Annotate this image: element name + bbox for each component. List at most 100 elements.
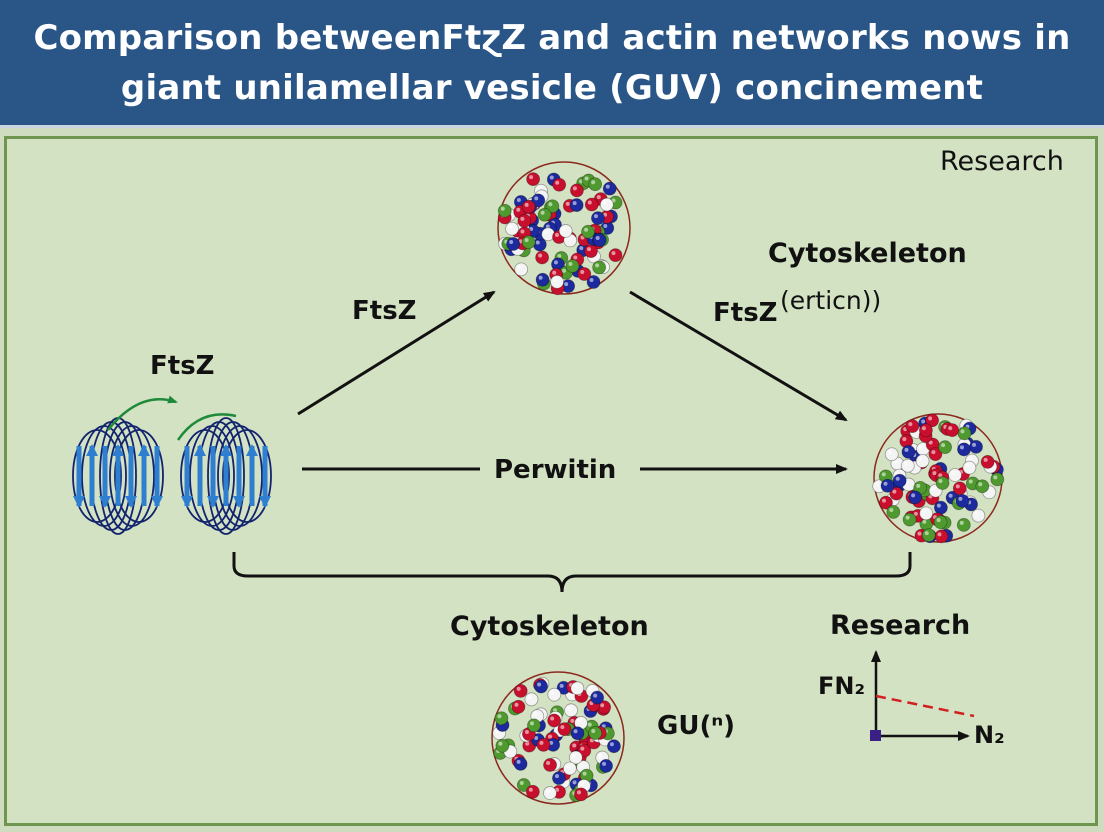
vesicle-bead bbox=[933, 500, 948, 515]
bead-highlight bbox=[524, 730, 529, 735]
bead-highlight bbox=[576, 790, 581, 795]
bead-highlight bbox=[593, 693, 598, 698]
bead-highlight bbox=[951, 471, 956, 476]
bead-highlight bbox=[527, 695, 532, 700]
bead-highlight bbox=[557, 254, 562, 259]
bead-highlight bbox=[500, 206, 505, 211]
protein-loop bbox=[72, 429, 122, 523]
vesicle-right-icon bbox=[872, 413, 1005, 544]
bead-highlight bbox=[529, 721, 534, 726]
vesicle-bead bbox=[558, 224, 573, 238]
bead-highlight bbox=[548, 202, 553, 207]
vesicle-bead bbox=[584, 197, 599, 212]
bead-highlight bbox=[516, 207, 521, 212]
label-cytoskeleton-brace: Cytoskeleton bbox=[450, 611, 649, 642]
bead-highlight bbox=[495, 729, 500, 734]
label-ftsz-arrow-down: FtsZ bbox=[713, 298, 778, 328]
bead-highlight bbox=[559, 683, 564, 688]
bead-highlight bbox=[539, 740, 544, 745]
bead-highlight bbox=[881, 472, 886, 477]
bead-highlight bbox=[889, 507, 894, 512]
bead-highlight bbox=[553, 708, 558, 713]
vesicle-bead bbox=[969, 439, 983, 454]
bead-highlight bbox=[584, 227, 589, 232]
bead-highlight bbox=[611, 251, 616, 256]
vesicle-bead bbox=[592, 233, 607, 247]
vesicle-bead bbox=[938, 440, 952, 455]
vesicle-bead bbox=[513, 683, 528, 698]
corner-research-tag: Research bbox=[940, 146, 1064, 177]
protein-loop bbox=[114, 429, 164, 523]
bead-highlight bbox=[972, 442, 977, 447]
bead-highlight bbox=[516, 686, 521, 691]
bead-highlight bbox=[936, 518, 941, 523]
vesicle-bead bbox=[933, 515, 948, 530]
bead-highlight bbox=[580, 270, 585, 275]
bead-highlight bbox=[582, 771, 587, 776]
bead-highlight bbox=[905, 515, 910, 520]
bead-highlight bbox=[579, 781, 584, 786]
beta-strand-head bbox=[220, 444, 232, 456]
bead-highlight bbox=[545, 789, 550, 794]
bead-highlight bbox=[911, 493, 916, 498]
ftsz-protein-icon bbox=[72, 417, 272, 535]
curly-brace bbox=[232, 552, 912, 593]
bead-highlight bbox=[908, 422, 913, 427]
bead-highlight bbox=[593, 214, 598, 219]
bead-highlight bbox=[993, 475, 998, 480]
vesicle-bottom-icon bbox=[491, 671, 625, 805]
vesicle-bead bbox=[526, 172, 541, 187]
bead-highlight bbox=[959, 445, 964, 450]
bead-highlight bbox=[883, 481, 888, 486]
bead-highlight bbox=[529, 226, 534, 231]
bead-highlight bbox=[591, 729, 596, 734]
bead-highlight bbox=[932, 471, 937, 476]
vesicle-bead bbox=[956, 518, 971, 532]
label-perwitin: Perwitin bbox=[494, 455, 617, 485]
bead-highlight bbox=[555, 180, 560, 185]
bead-highlight bbox=[941, 443, 946, 448]
bead-highlight bbox=[548, 734, 553, 739]
bead-highlight bbox=[562, 268, 567, 273]
vesicle-bead bbox=[919, 423, 933, 438]
bead-highlight bbox=[577, 718, 582, 723]
vesicle-bead bbox=[495, 738, 510, 753]
beta-strand-head bbox=[125, 496, 137, 508]
bead-highlight bbox=[572, 743, 577, 748]
label-gu-n: GU(ⁿ) bbox=[657, 711, 736, 741]
bead-highlight bbox=[903, 461, 908, 466]
bead-highlight bbox=[587, 200, 592, 205]
bead-highlight bbox=[958, 496, 963, 501]
vesicle-bead bbox=[908, 490, 923, 505]
vesicle-bead bbox=[543, 758, 557, 772]
vesicle-bead bbox=[584, 244, 598, 258]
bead-highlight bbox=[589, 701, 594, 706]
bead-highlight bbox=[533, 712, 538, 717]
vesicle-top-icon bbox=[497, 161, 631, 296]
bead-highlight bbox=[589, 738, 594, 743]
bead-highlight bbox=[938, 473, 943, 478]
vesicle-bead bbox=[535, 272, 550, 287]
bead-highlight bbox=[516, 197, 521, 202]
bead-highlight bbox=[611, 198, 616, 203]
bead-highlight bbox=[983, 457, 988, 462]
vesicle-bead bbox=[547, 713, 562, 728]
protein-loop bbox=[222, 429, 272, 523]
vesicle-bead bbox=[506, 237, 521, 251]
vesicle-bead bbox=[570, 183, 584, 198]
label-ftsz-arrow-up: FtsZ bbox=[352, 296, 417, 326]
bead-highlight bbox=[579, 246, 584, 251]
arrow-to-right-vesicle bbox=[629, 290, 848, 422]
vesicle-bead bbox=[919, 506, 934, 521]
bead-highlight bbox=[549, 175, 554, 180]
bead-highlight bbox=[931, 450, 936, 455]
vesicle-bead bbox=[569, 198, 584, 212]
vesicle-bead bbox=[494, 711, 509, 726]
vesicle-bead bbox=[536, 737, 551, 752]
bead-highlight bbox=[565, 201, 570, 206]
beta-strand-head bbox=[181, 496, 193, 508]
bead-highlight bbox=[549, 740, 554, 745]
bead-highlight bbox=[571, 753, 576, 758]
vesicle-bead bbox=[574, 787, 588, 802]
bead-highlight bbox=[924, 531, 929, 536]
